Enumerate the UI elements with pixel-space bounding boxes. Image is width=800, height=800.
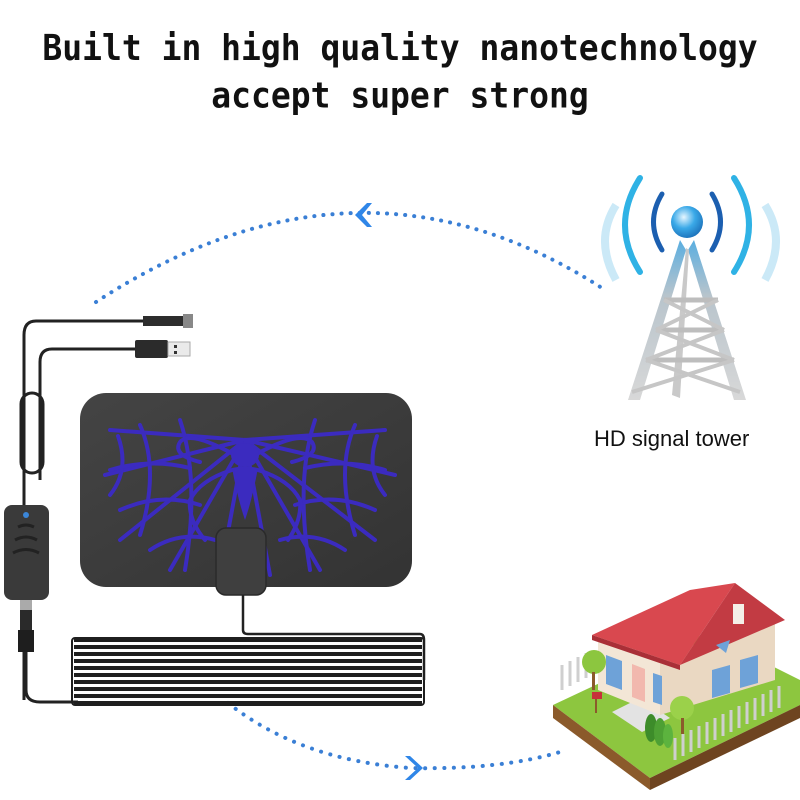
flat-hdtv-antenna-icon [80,393,426,680]
coax-connector-icon [143,314,193,328]
tower-label: HD signal tower [594,426,750,451]
signal-tower-icon [601,175,780,400]
usb-plug-icon [135,340,191,358]
headline: Built in high quality nanotechnology acc… [0,24,800,119]
headline-line-1: Built in high quality nanotechnology [42,26,758,69]
bottom-signal-arrow [226,701,562,780]
headline-line-2: accept super strong [211,74,589,117]
cables [19,319,146,700]
signal-amplifier-icon [4,505,78,704]
top-signal-arrow [94,203,607,304]
coiled-cable [71,637,425,706]
house-icon [553,583,800,790]
